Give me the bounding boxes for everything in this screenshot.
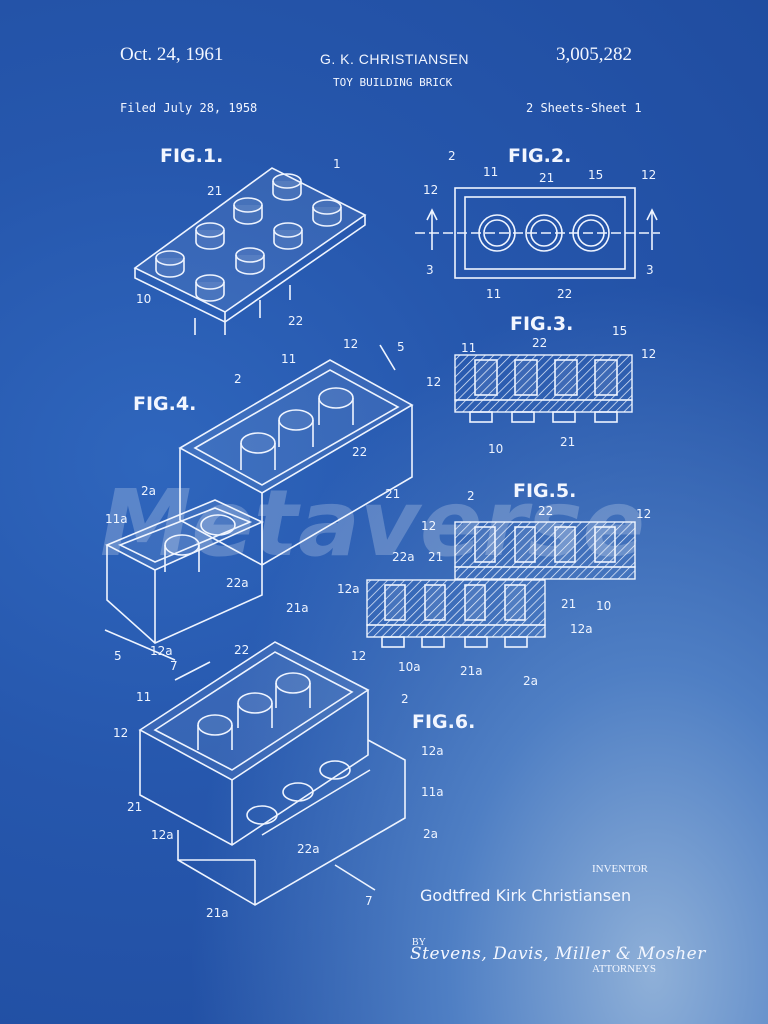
figure-3-section [454,354,633,423]
reference-numeral: 12 [641,347,656,361]
figure-2-top-view [415,187,660,279]
reference-numeral: 21 [561,597,576,611]
reference-numeral: 22 [557,287,572,301]
figure-6-label: FIG.6. [412,711,475,733]
reference-numeral: 21 [539,171,554,185]
reference-numeral: 11a [421,785,444,799]
figure-5-label: FIG.5. [513,480,576,502]
reference-numeral: 1 [333,157,341,171]
reference-numeral: 12 [421,519,436,533]
reference-numeral: 22 [288,314,303,328]
attorneys-label: ATTORNEYS [592,963,656,975]
stud [235,247,265,275]
figure-2-label: FIG.2. [508,145,571,167]
reference-numeral: 2a [523,674,538,688]
reference-numeral: 12a [337,582,360,596]
reference-numeral: 21 [428,550,443,564]
figure-1-label: FIG.1. [160,145,223,167]
figure-3-label: FIG.3. [510,313,573,335]
reference-numeral: 21 [127,800,142,814]
figure-6-stacked-bricks [138,641,406,906]
reference-numeral: 22a [392,550,415,564]
reference-numeral: 12a [421,744,444,758]
reference-numeral: 2 [467,489,475,503]
reference-numeral: 11 [461,341,476,355]
reference-numeral: 12a [151,828,174,842]
sheet-number: 2 Sheets-Sheet 1 [526,101,642,115]
reference-numeral: 12 [641,168,656,182]
reference-numeral: 12 [351,649,366,663]
reference-numeral: 21 [560,435,575,449]
reference-numeral: 11 [281,352,296,366]
reference-numeral: 2a [141,484,156,498]
reference-numeral: 2 [448,149,456,163]
reference-numeral: 10 [488,442,503,456]
stud [155,250,185,278]
reference-numeral: 12 [636,507,651,521]
figure-1-plate [133,167,367,335]
attorneys-signature: Stevens, Davis, Miller & Mosher [410,944,706,964]
reference-numeral: 22a [297,842,320,856]
reference-numeral: 15 [588,168,603,182]
reference-numeral: 5 [114,649,122,663]
reference-numeral: 2a [423,827,438,841]
reference-numeral: 12a [570,622,593,636]
reference-numeral: 22 [234,643,249,657]
stud [233,197,263,225]
reference-numeral: 15 [612,324,627,338]
watermark: Metaverse [100,470,645,577]
reference-numeral: 5 [397,340,405,354]
figure-4-bricks [104,344,414,661]
inventor-name: Godtfred Kirk Christiansen [420,886,632,905]
reference-numeral: 7 [170,659,178,673]
stud [272,173,302,201]
reference-numeral: 12 [113,726,128,740]
reference-numeral: 12a [150,644,173,658]
reference-numeral: 21a [460,664,483,678]
reference-numeral: 22 [532,336,547,350]
patent-date: Oct. 24, 1961 [120,44,224,65]
reference-numeral: 2 [234,372,242,386]
reference-numeral: 11 [483,165,498,179]
filed-date: Filed July 28, 1958 [120,101,258,115]
reference-numeral: 11 [136,690,151,704]
reference-numeral: 12 [343,337,358,351]
stud [273,222,303,250]
reference-numeral: 21 [207,184,222,198]
reference-numeral: 2 [401,692,409,706]
inventor-short-name: G. K. CHRISTIANSEN [320,51,470,67]
reference-numeral: 11a [105,512,128,526]
reference-numeral: 21 [385,487,400,501]
reference-numeral: 12 [423,183,438,197]
reference-numeral: 12 [426,375,441,389]
by-label: BY [412,937,426,948]
stud [312,199,342,227]
stud [195,222,225,250]
patent-title: TOY BUILDING BRICK [333,76,453,89]
reference-numeral: 7 [365,894,373,908]
reference-numeral: 21a [286,601,309,615]
reference-numeral: 3 [646,263,654,277]
reference-numeral: 21a [206,906,229,920]
figure-4-label: FIG.4. [133,393,196,415]
reference-numeral: 3 [426,263,434,277]
reference-numeral: 22a [226,576,249,590]
reference-numeral: 10 [596,599,611,613]
reference-numeral: 11 [486,287,501,301]
reference-numeral: 10a [398,660,421,674]
reference-numeral: 22 [352,445,367,459]
stud [195,274,225,302]
reference-numeral: 10 [136,292,151,306]
reference-numeral: 22 [538,504,553,518]
patent-number: 3,005,282 [556,44,632,65]
figure-5-section [366,521,636,648]
inventor-label: INVENTOR [592,863,649,875]
